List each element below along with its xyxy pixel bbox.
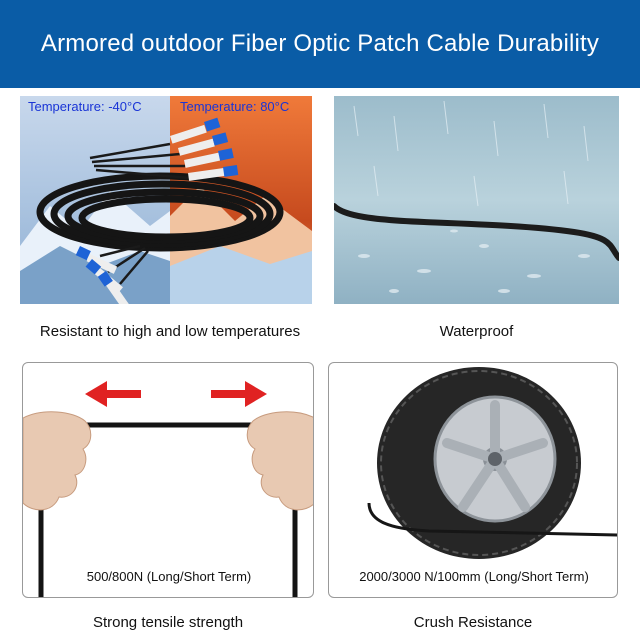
tensile-image: 500/800N (Long/Short Term) xyxy=(22,362,314,598)
cable-under-tire xyxy=(367,502,617,537)
left-hand xyxy=(23,411,92,511)
waterproof-image xyxy=(334,96,619,304)
crush-spec: 2000/3000 N/100mm (Long/Short Term) xyxy=(359,569,589,584)
crush-scene xyxy=(367,367,617,559)
hot-temperature-label: Temperature: 80°C xyxy=(180,99,290,114)
rain-scene xyxy=(334,96,619,304)
cold-temperature-label: Temperature: -40°C xyxy=(28,99,142,114)
title-banner: Armored outdoor Fiber Optic Patch Cable … xyxy=(0,0,640,88)
taut-cable xyxy=(38,422,298,597)
temperature-image: Temperature: -40°C Temperature: 80°C xyxy=(20,96,312,304)
crush-image: 2000/3000 N/100mm (Long/Short Term) xyxy=(328,362,618,598)
tensile-caption: Strong tensile strength xyxy=(92,614,244,631)
page-title: Armored outdoor Fiber Optic Patch Cable … xyxy=(40,30,600,57)
tensile-scene xyxy=(23,381,313,597)
pull-right-arrow-icon xyxy=(211,381,267,407)
pull-left-arrow-icon xyxy=(85,381,141,407)
right-hand xyxy=(246,411,313,511)
lower-connectors xyxy=(75,246,130,304)
tensile-spec: 500/800N (Long/Short Term) xyxy=(86,569,252,584)
temperature-caption: Resistant to high and low temperatures xyxy=(39,323,301,340)
cable-in-rain xyxy=(334,203,619,261)
waterproof-caption: Waterproof xyxy=(439,323,514,340)
tire-icon xyxy=(377,367,581,559)
temperature-scene xyxy=(20,96,312,304)
crush-caption: Crush Resistance xyxy=(413,614,533,631)
upper-connectors xyxy=(170,117,239,181)
